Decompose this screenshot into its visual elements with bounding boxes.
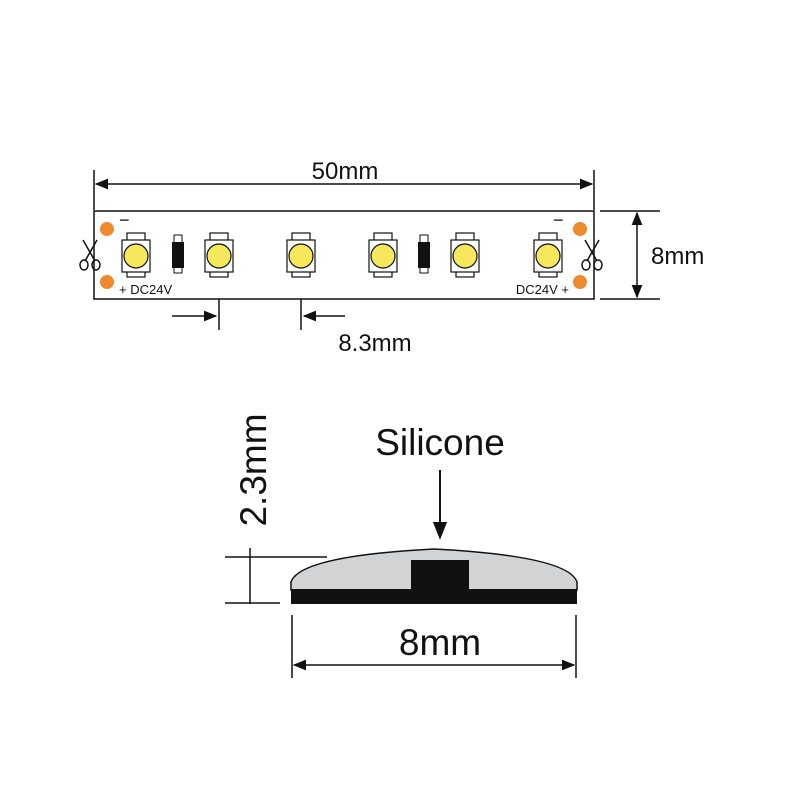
led-chip [450,232,480,278]
minus-left: − [119,210,130,230]
length-label: 50mm [312,158,379,185]
cross-section-profile [290,548,578,604]
pad-negative-left [100,222,114,236]
resistor [418,234,430,274]
resistor [172,234,184,274]
length-dimension: 50mm [93,158,595,210]
silicone-label: Silicone [375,422,505,463]
led-chip [411,560,469,590]
led-chip [204,232,234,278]
scissors-icon [581,239,603,271]
width-dimension: 8mm [600,210,704,300]
minus-right: − [553,210,564,230]
led-chip [286,232,316,278]
pad-negative-right [573,222,587,236]
led-row [121,232,563,278]
height-dimension: 2.3mm [225,413,327,604]
profile-width-label: 8mm [399,622,481,663]
led-chip [121,232,151,278]
led-chip [533,232,563,278]
voltage-right: DC24V + [516,282,569,297]
height-label: 2.3mm [233,413,274,526]
width-label: 8mm [651,243,704,270]
voltage-left: + DC24V [119,282,172,297]
pad-positive-right [573,275,587,289]
scissors-icon [79,239,101,271]
pitch-label: 8.3mm [338,330,411,357]
solder-pads [100,222,587,289]
pad-positive-left [100,275,114,289]
pcb-base [291,589,577,604]
profile-width-dimension: 8mm [291,615,577,678]
pitch-dimension: 8.3mm [172,299,412,357]
led-chip [368,232,398,278]
